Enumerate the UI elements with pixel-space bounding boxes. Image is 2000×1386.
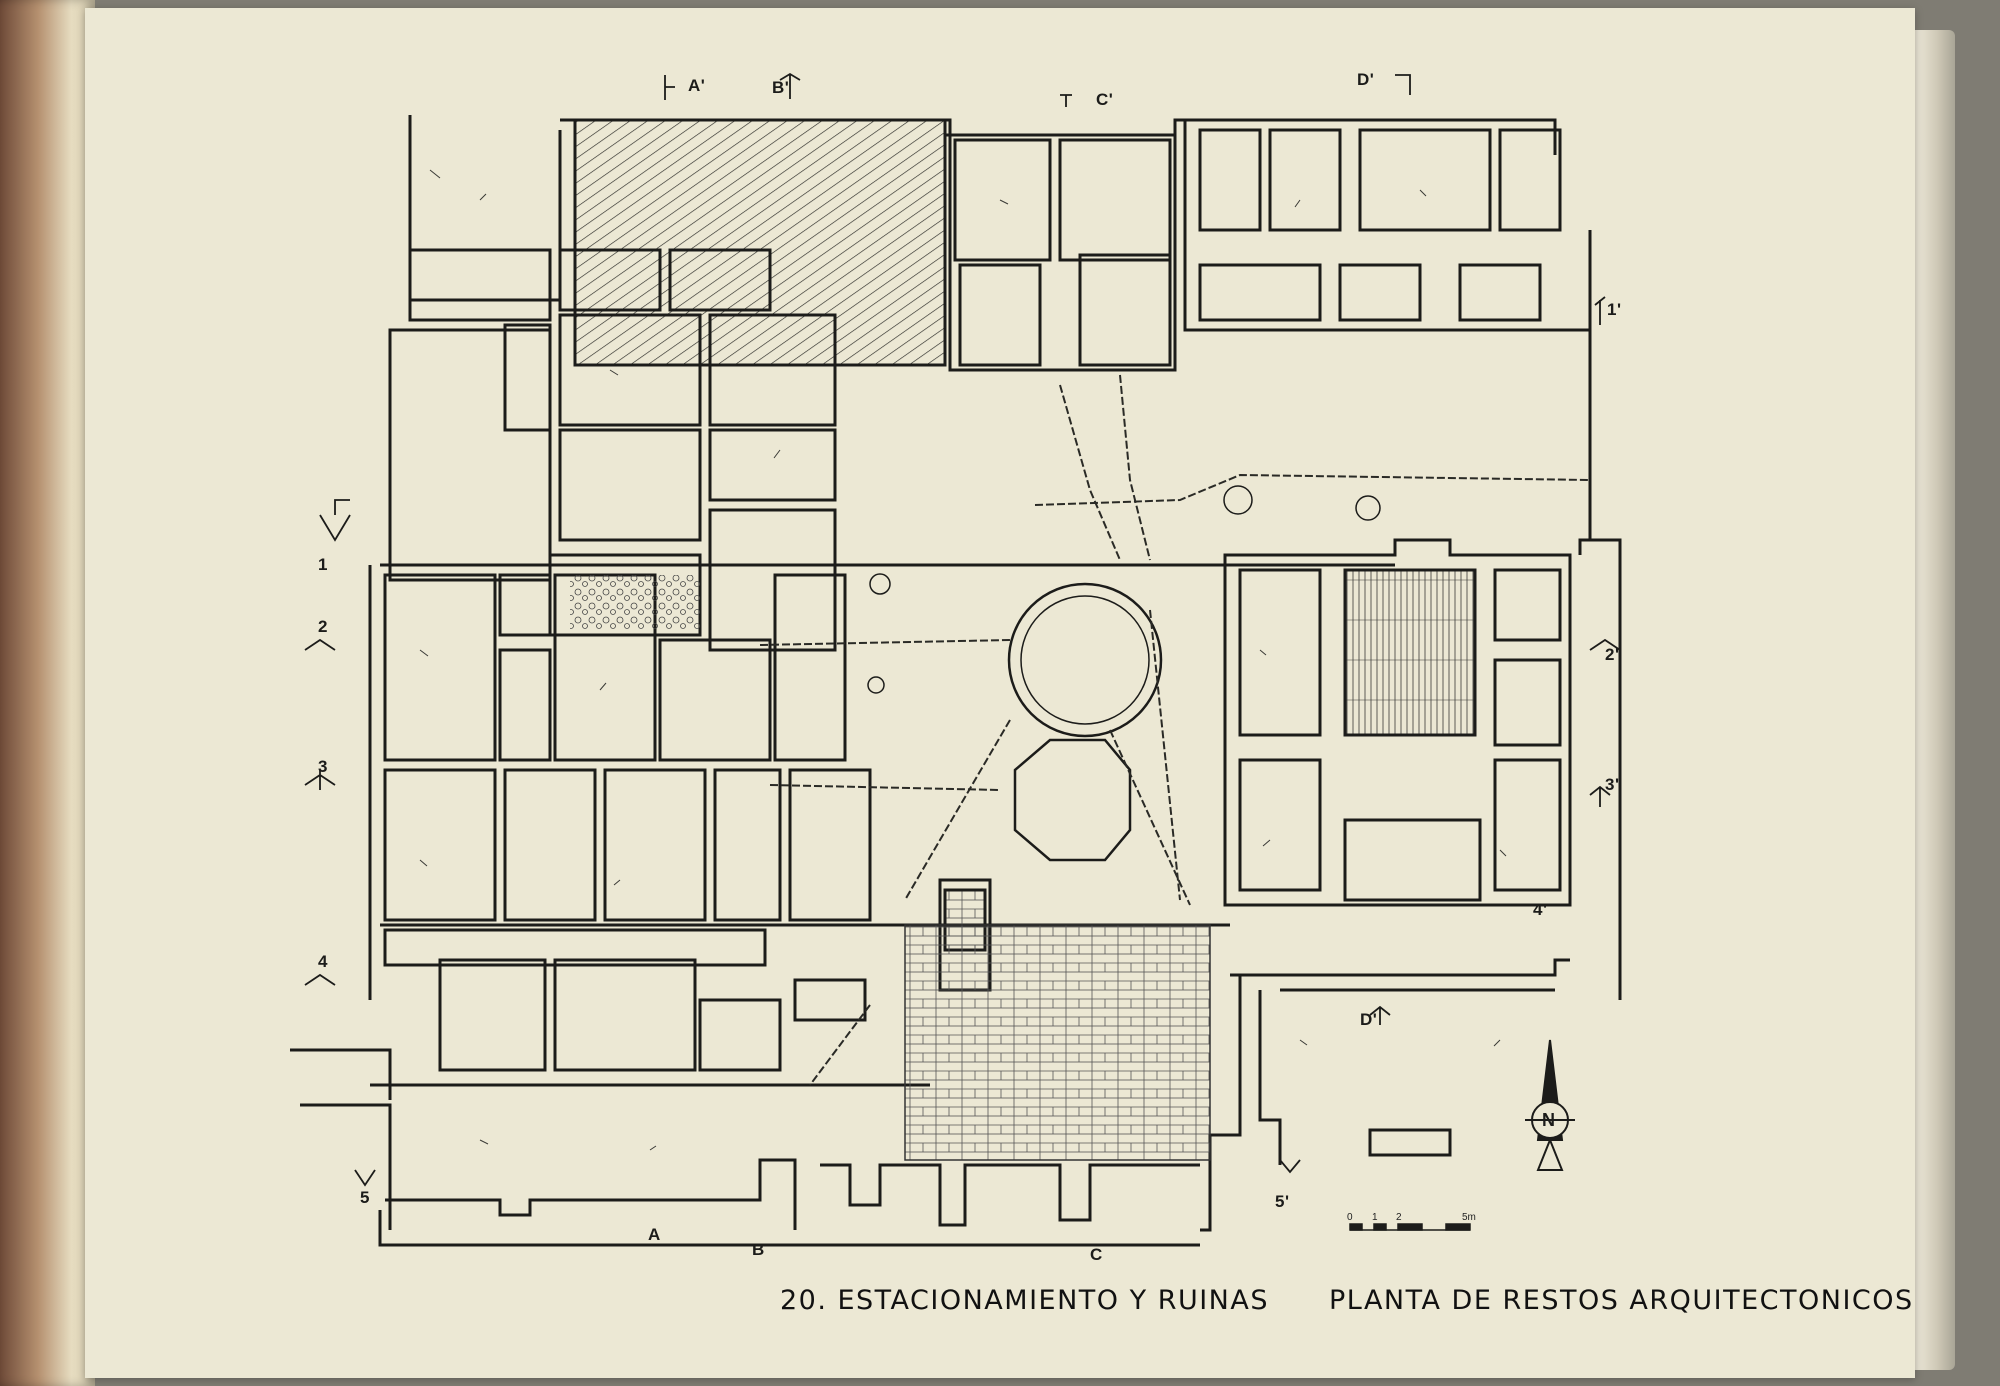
plate-caption: 20. ESTACIONAMIENTO Y RUINAS PLANTA DE RES…: [780, 1285, 1912, 1316]
section-label-d-prime-inner: D': [1360, 1010, 1378, 1029]
left-page-spine: [0, 0, 95, 1386]
section-label-5: 5: [360, 1188, 370, 1207]
section-label-2-prime: 2': [1605, 645, 1620, 664]
section-label-4-prime: 4': [1533, 900, 1548, 919]
section-label-a-prime: A': [688, 76, 706, 95]
caption-right-title: PLANTA DE RESTOS ARQUITECTONICOS: [1329, 1285, 1914, 1316]
section-label-3: 3: [318, 757, 328, 776]
rubble-marks: [419, 169, 1507, 1151]
plate-number: 20.: [780, 1285, 828, 1316]
section-label-5-prime: 5': [1275, 1192, 1290, 1211]
section-label-2: 2: [318, 617, 328, 636]
rubble-area: [570, 575, 700, 630]
scale-label-0: 0: [1347, 1212, 1353, 1223]
paved-plaza: [904, 924, 1211, 1161]
caption-left-title: ESTACIONAMIENTO Y RUINAS: [837, 1285, 1269, 1316]
scale-bar: [1349, 1223, 1471, 1231]
section-label-a: A: [648, 1225, 661, 1244]
section-label-d-prime: D': [1357, 70, 1375, 89]
section-label-3-prime: 3': [1605, 775, 1620, 794]
plan-walls: [290, 115, 1622, 1247]
section-label-c: C: [1090, 1245, 1103, 1264]
north-arrow-icon: [1525, 1039, 1575, 1171]
section-label-1-prime: 1': [1607, 300, 1622, 319]
scale-label-2: 2: [1396, 1212, 1402, 1223]
section-label-c-prime: C': [1096, 90, 1114, 109]
section-label-1: 1: [318, 555, 328, 574]
section-label-b: B: [752, 1240, 765, 1259]
section-markers: [304, 72, 1621, 1187]
north-arrow-letter: N: [1542, 1110, 1556, 1130]
section-label-b-prime: B': [772, 78, 790, 97]
scale-label-5m: 5m: [1462, 1212, 1476, 1223]
section-label-4: 4: [318, 952, 328, 971]
scale-label-1: 1: [1372, 1212, 1378, 1223]
aqueduct-lines: [759, 374, 1591, 1086]
